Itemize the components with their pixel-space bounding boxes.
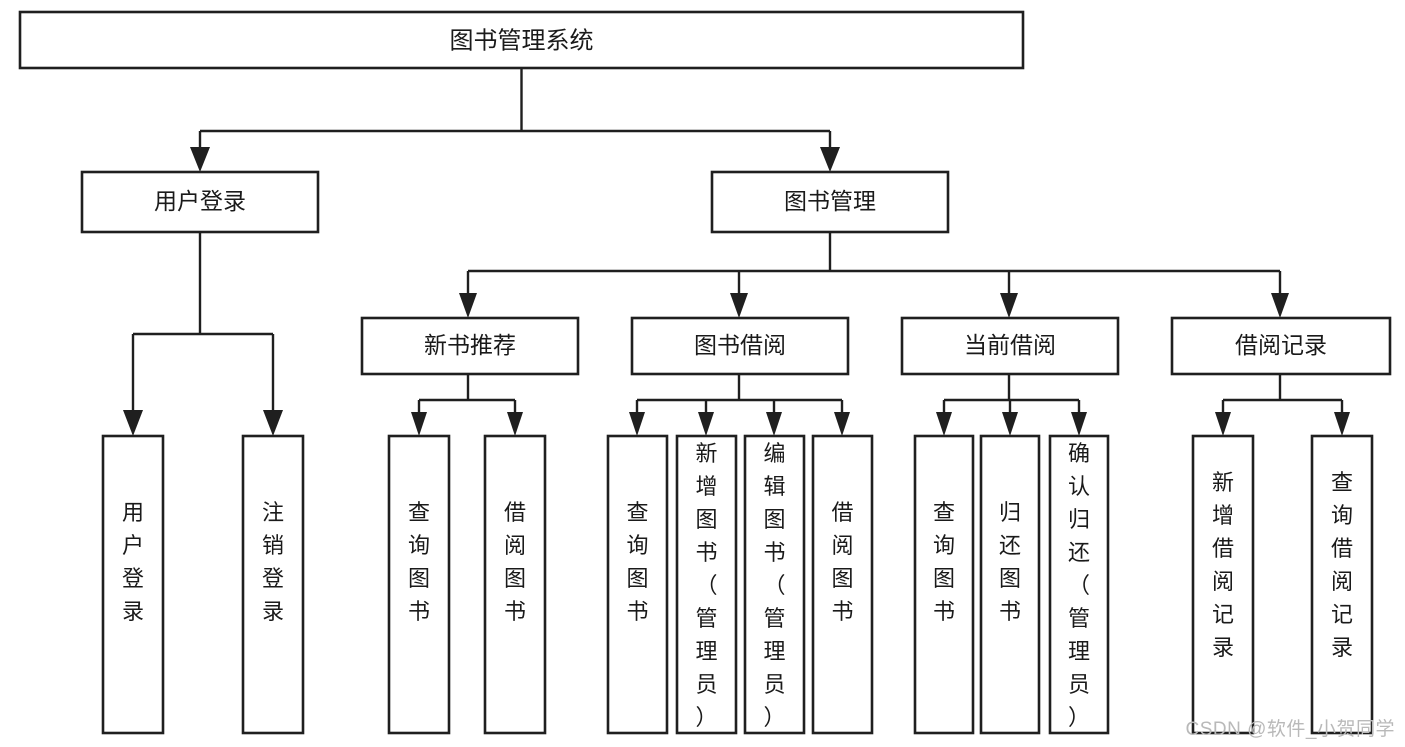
node-borrow-record-box[interactable]: [1170, 316, 1392, 376]
arrowhead-leaf-edit-book: [766, 412, 782, 436]
node-book-manage[interactable]: 图书管理: [710, 170, 950, 234]
node-current-borrow-label: 当前借阅: [964, 332, 1056, 358]
arrowhead-leaf-add-borrow-record: [1215, 412, 1231, 436]
arrowhead-leaf-borrow-book-1: [507, 412, 523, 436]
node-root[interactable]: 图书管理系统: [18, 10, 1025, 70]
connector-group-borrow-record: [1215, 374, 1350, 436]
leaf-borrow-book-1-label: 借阅图书: [504, 500, 526, 624]
leaf-user-login-label: 用户登录: [122, 500, 144, 624]
node-user-login-label: 用户登录: [154, 188, 246, 214]
leaf-user-login[interactable]: 用户登录: [101, 434, 165, 735]
arrowhead-leaf-user-logout: [263, 410, 283, 436]
node-new-book-recommend-label: 新书推荐: [424, 332, 516, 358]
leaf-return-book-label: 归还图书: [999, 500, 1021, 624]
node-new-book-recommend[interactable]: 新书推荐: [360, 316, 580, 376]
connector-group-new-book-recommend: [411, 374, 523, 436]
node-root-label: 图书管理系统: [450, 27, 594, 54]
leaf-return-book-box[interactable]: [979, 434, 1041, 735]
csdn-watermark: CSDN @软件_小贺同学: [1185, 719, 1395, 740]
node-user-login-box[interactable]: [80, 170, 320, 234]
leaf-add-borrow-record-label: 新增借阅记录: [1212, 470, 1234, 660]
leaf-query-borrow-record-label: 查询借阅记录: [1331, 470, 1353, 660]
node-book-borrow[interactable]: 图书借阅: [630, 316, 850, 376]
leaf-query-book-1-box[interactable]: [387, 434, 451, 735]
leaf-query-book-2[interactable]: 查询图书: [606, 434, 669, 735]
leaf-edit-book[interactable]: 编辑图书（管理员）: [743, 434, 806, 735]
node-root-box[interactable]: [18, 10, 1025, 70]
leaf-query-book-3-box[interactable]: [913, 434, 975, 735]
leaf-query-book-2-label: 查询图书: [626, 500, 648, 624]
connector-group-book-borrow: [629, 374, 850, 436]
leaf-query-book-1[interactable]: 查询图书: [387, 434, 451, 735]
node-borrow-record[interactable]: 借阅记录: [1170, 316, 1392, 376]
leaf-query-borrow-record[interactable]: 查询借阅记录: [1310, 434, 1374, 735]
leaf-query-borrow-record-box[interactable]: [1310, 434, 1374, 735]
leaf-query-book-3-label: 查询图书: [933, 500, 955, 624]
leaf-borrow-book-1-box[interactable]: [483, 434, 547, 735]
arrowhead-leaf-query-book-1: [411, 412, 427, 436]
node-new-book-recommend-box[interactable]: [360, 316, 580, 376]
leaf-user-logout-label: 注销登录: [262, 500, 284, 624]
leaf-borrow-book-2[interactable]: 借阅图书: [811, 434, 874, 735]
node-book-manage-box[interactable]: [710, 170, 950, 234]
arrowhead-new-book-recommend: [459, 293, 477, 318]
arrowhead-book-borrow: [730, 293, 748, 318]
leaf-query-book-2-box[interactable]: [606, 434, 669, 735]
node-book-manage-label: 图书管理: [784, 188, 876, 214]
leaf-borrow-book-2-label: 借阅图书: [831, 500, 853, 624]
leaf-edit-book-box[interactable]: [743, 434, 806, 735]
arrowhead-leaf-confirm-return: [1071, 412, 1087, 436]
arrowhead-user-login: [190, 147, 210, 172]
connector-group-book-manage: [459, 232, 1289, 318]
arrowhead-leaf-user-login: [123, 410, 143, 436]
arrowhead-current-borrow: [1000, 293, 1018, 318]
node-current-borrow-box[interactable]: [900, 316, 1120, 376]
leaf-add-borrow-record-box[interactable]: [1191, 434, 1255, 735]
leaf-add-book-box[interactable]: [675, 434, 738, 735]
leaf-borrow-book-2-box[interactable]: [811, 434, 874, 735]
leaf-return-book[interactable]: 归还图书: [979, 434, 1041, 735]
arrowhead-leaf-query-book-3: [936, 412, 952, 436]
arrowhead-leaf-query-book-2: [629, 412, 645, 436]
arrowhead-leaf-query-borrow-record: [1334, 412, 1350, 436]
node-current-borrow[interactable]: 当前借阅: [900, 316, 1120, 376]
arrowhead-book-manage: [820, 147, 840, 172]
leaf-add-book-label: 新增图书（管理员）: [695, 441, 717, 730]
leaf-confirm-return[interactable]: 确认归还（管理员）: [1048, 434, 1110, 735]
arrowhead-leaf-add-book: [698, 412, 714, 436]
leaf-user-logout-box[interactable]: [241, 434, 305, 735]
leaf-query-book-3[interactable]: 查询图书: [913, 434, 975, 735]
node-user-login[interactable]: 用户登录: [80, 170, 320, 234]
arrowhead-borrow-record: [1271, 293, 1289, 318]
leaf-user-login-box[interactable]: [101, 434, 165, 735]
node-borrow-record-label: 借阅记录: [1235, 332, 1327, 358]
leaf-add-borrow-record[interactable]: 新增借阅记录: [1191, 434, 1255, 735]
connector-group-current-borrow: [936, 374, 1087, 436]
arrowhead-leaf-borrow-book-2: [834, 412, 850, 436]
node-book-borrow-label: 图书借阅: [694, 332, 786, 358]
leaf-confirm-return-label: 确认归还（管理员）: [1068, 441, 1090, 730]
leaf-borrow-book-1[interactable]: 借阅图书: [483, 434, 547, 735]
connector-group-root: [190, 68, 840, 172]
leaf-edit-book-label: 编辑图书（管理员）: [763, 441, 785, 730]
leaf-confirm-return-box[interactable]: [1048, 434, 1110, 735]
connector-group-user-login: [123, 232, 283, 436]
leaf-query-book-1-label: 查询图书: [408, 500, 430, 624]
leaf-add-book[interactable]: 新增图书（管理员）: [675, 434, 738, 735]
leaf-user-logout[interactable]: 注销登录: [241, 434, 305, 735]
arrowhead-leaf-return-book: [1002, 412, 1018, 436]
node-book-borrow-box[interactable]: [630, 316, 850, 376]
